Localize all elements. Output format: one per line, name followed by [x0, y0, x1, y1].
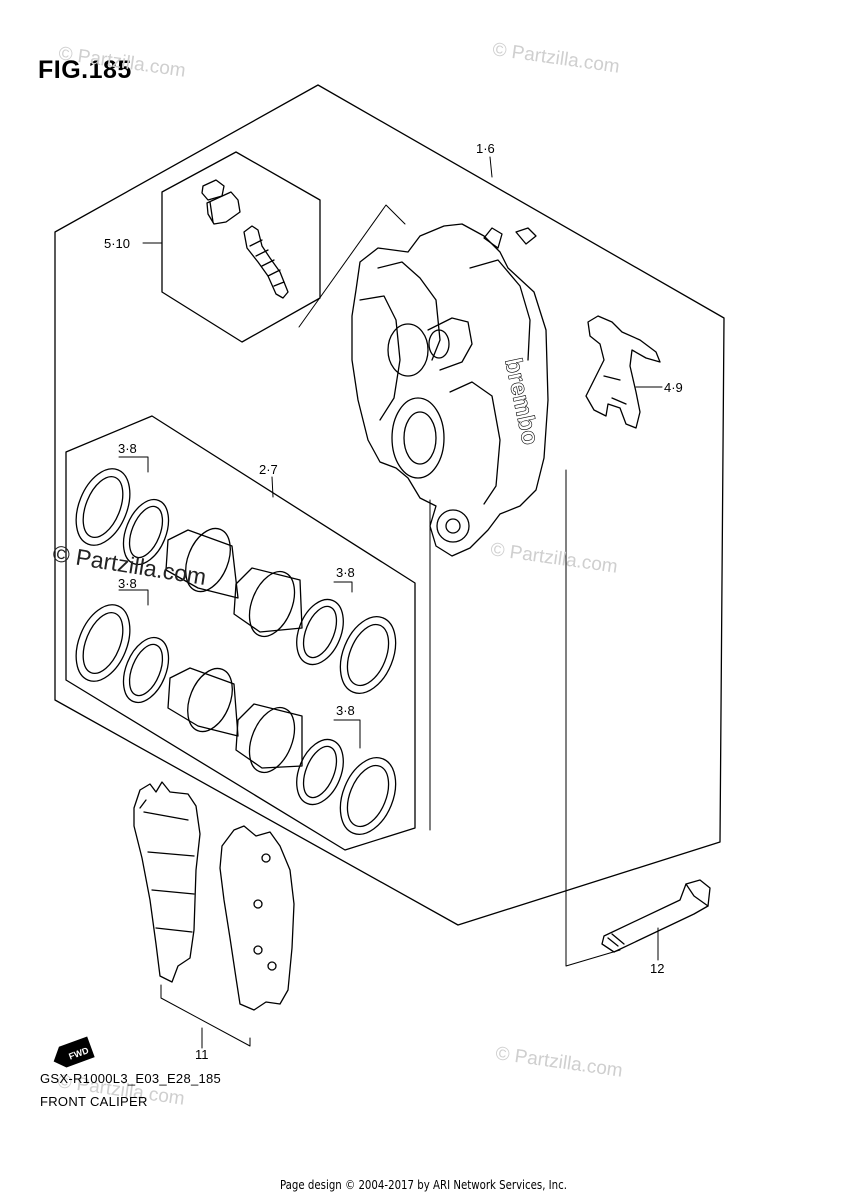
- piston-kit-box: [65, 415, 416, 851]
- caliper-bolt-drawing: [601, 879, 711, 953]
- callout-4-9[interactable]: 4·9: [664, 380, 683, 395]
- model-code: GSX-R1000L3_E03_E28_185: [40, 1071, 222, 1086]
- callout-12[interactable]: 12: [650, 961, 665, 976]
- seal-ring-drawing: [296, 738, 397, 835]
- piston-drawing: [165, 527, 303, 638]
- callout-3-8-top-left[interactable]: 3·8: [118, 441, 137, 456]
- seal-ring-drawing: [75, 468, 170, 566]
- callout-3-8-bottom-right[interactable]: 3·8: [336, 703, 355, 718]
- pad-spring-drawing: [585, 315, 661, 429]
- caliper-brand-text: brembo: [499, 356, 544, 448]
- assembly-outline: [54, 84, 725, 926]
- leader-lines: [118, 156, 663, 1049]
- callout-2-7[interactable]: 2·7: [259, 462, 278, 477]
- assembly-name: FRONT CALIPER: [40, 1094, 148, 1109]
- bleeder-kit-box: [161, 151, 321, 343]
- bleeder-screw-drawing: [243, 225, 289, 299]
- brake-pad-drawing: [219, 825, 295, 1011]
- brake-pad-drawing: [133, 781, 201, 983]
- caliper-body-drawing: [351, 223, 549, 557]
- callout-5-10[interactable]: 5·10: [104, 236, 131, 251]
- callout-1-6[interactable]: 1·6: [476, 141, 495, 156]
- fwd-arrow-icon: FWD: [53, 1036, 95, 1068]
- page-footer: Page design © 2004-2017 by ARI Network S…: [279, 1178, 568, 1192]
- seal-ring-drawing: [75, 604, 170, 704]
- callout-3-8-mid-right[interactable]: 3·8: [336, 565, 355, 580]
- callout-11[interactable]: 11: [195, 1047, 209, 1062]
- bleeder-cap-drawing: [201, 179, 241, 225]
- piston-drawing: [167, 667, 303, 774]
- figure-title: FIG.185: [38, 56, 132, 84]
- callout-3-8-mid-left[interactable]: 3·8: [118, 576, 137, 591]
- seal-ring-drawing: [296, 598, 397, 694]
